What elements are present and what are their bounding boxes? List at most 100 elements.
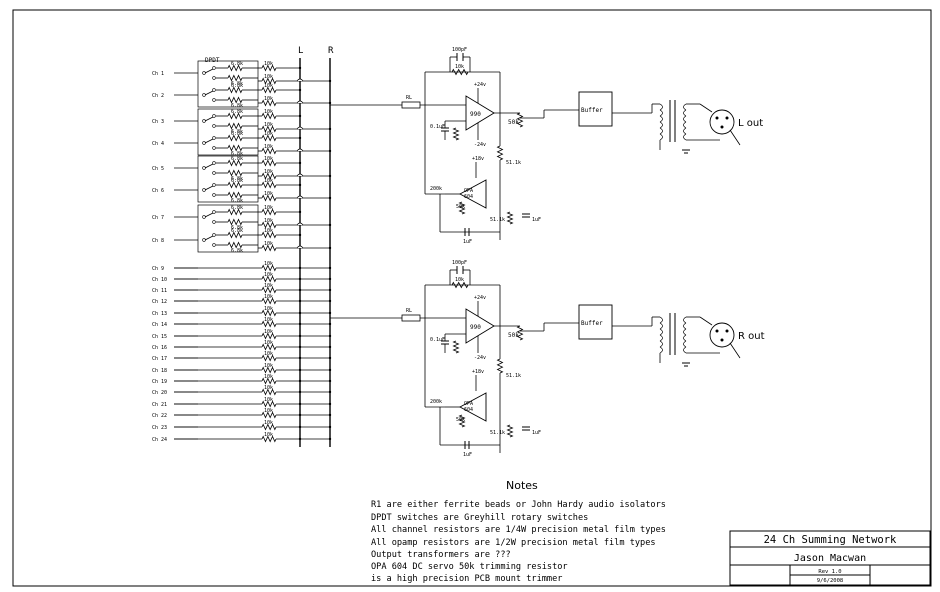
xlr-pin	[715, 116, 719, 120]
junction-dot	[328, 277, 332, 281]
pan-resistor	[227, 241, 243, 249]
switch-contact	[212, 136, 216, 140]
channel-resistor-label: 10k	[264, 261, 273, 267]
pan-resistor	[227, 64, 243, 72]
junction-dot	[328, 437, 332, 441]
trim-label: 50k	[508, 332, 519, 339]
channel-resistor	[261, 377, 277, 385]
transformer-coil	[659, 127, 663, 135]
junction-dot	[328, 149, 332, 153]
channel-resistor	[261, 208, 277, 216]
pan-resistor-label: 6.8k	[231, 129, 243, 135]
channel-resistor-label: 10k	[264, 363, 273, 369]
opamp-990	[465, 308, 495, 344]
transformer-coil	[659, 133, 663, 141]
wire-hop	[296, 222, 304, 226]
transformer-coil	[683, 322, 687, 330]
transformer-coil	[659, 103, 663, 111]
sheet-border	[12, 9, 932, 587]
junction-dot	[328, 196, 332, 200]
pan-resistor	[227, 74, 243, 82]
supply-label: +24v	[474, 82, 486, 88]
xlr-pin	[720, 125, 724, 129]
channel-label: Ch 24	[152, 437, 167, 443]
channel-label: Ch 11	[152, 288, 167, 294]
rl-label: RL	[406, 95, 412, 101]
title-block-rev: Rev 1.0	[818, 569, 841, 575]
channel-resistor	[261, 286, 277, 294]
buffer-box	[578, 91, 613, 127]
channel-resistor-label: 10k	[264, 420, 273, 426]
feedback-resistor	[451, 68, 469, 76]
switch-contact	[202, 141, 206, 145]
switch-contact	[212, 66, 216, 70]
xlr-pin	[725, 116, 729, 120]
channel-resistor-label: 10k	[264, 122, 273, 128]
servo-opamp-label: OPA	[464, 401, 473, 407]
switch-arm	[204, 116, 214, 122]
servo-trim	[458, 201, 466, 215]
dpdt-switch-box	[197, 60, 259, 108]
pan-resistor	[227, 159, 243, 167]
switch-contact	[202, 166, 206, 170]
buffer-box	[578, 304, 613, 340]
channel-resistor	[261, 366, 277, 374]
dpdt-switch-box	[197, 155, 259, 203]
servo-opamp-label: 604	[464, 194, 473, 200]
xlr-connector-icon	[709, 109, 735, 135]
junction-dot	[298, 161, 302, 165]
channel-resistor-label: 10k	[264, 61, 273, 67]
switch-contact	[202, 71, 206, 75]
switch-contact	[212, 76, 216, 80]
channel-resistor	[261, 354, 277, 362]
trim-label: 50k	[508, 119, 519, 126]
channel-resistor	[261, 320, 277, 328]
channel-resistor-label: 10k	[264, 131, 273, 137]
switch-arm	[204, 68, 214, 74]
title-block: 24 Ch Summing Network Jason Macwan Rev 1…	[729, 530, 931, 586]
title-block-title: 24 Ch Summing Network	[764, 534, 897, 546]
channel-label: Ch 17	[152, 356, 167, 362]
opamp-label: 990	[470, 111, 481, 118]
channel-resistor-label: 10k	[264, 218, 273, 224]
wire-hop	[296, 100, 304, 104]
pan-resistor-label: 6.8k	[231, 151, 243, 157]
switch-contact	[212, 243, 216, 247]
transformer-coil	[659, 109, 663, 117]
channel-resistor-label: 10k	[264, 74, 273, 80]
switch-contact	[202, 238, 206, 242]
servo-resistor	[506, 211, 514, 225]
channel-label: Ch 16	[152, 345, 167, 351]
channel-label: Ch 5	[152, 166, 164, 172]
channel-resistor-label: 10k	[264, 83, 273, 89]
servo-trim-label: 50k	[456, 417, 465, 423]
channel-resistor-label: 10k	[264, 397, 273, 403]
switch-label: DPDT	[205, 57, 220, 64]
switch-contact	[212, 220, 216, 224]
transformer-coil	[683, 133, 687, 141]
pan-resistor	[227, 181, 243, 189]
channel-resistor	[261, 172, 277, 180]
switch-arm	[204, 163, 214, 169]
note-line: All channel resistors are 1/4W precision…	[371, 525, 666, 535]
pan-resistor	[227, 191, 243, 199]
switch-contact	[202, 93, 206, 97]
channel-label: Ch 3	[152, 119, 164, 125]
channel-label: Ch 6	[152, 188, 164, 194]
switch-contact	[212, 98, 216, 102]
channel-resistor-label: 10k	[264, 317, 273, 323]
channel-resistor	[261, 411, 277, 419]
channel-resistor-label: 10k	[264, 144, 273, 150]
title-block-author: Jason Macwan	[794, 553, 866, 564]
channel-resistor	[261, 244, 277, 252]
pan-resistor	[227, 134, 243, 142]
transformer-coil	[683, 334, 687, 342]
note-line: Output transformers are ???	[371, 550, 511, 560]
channel-resistor-label: 10k	[264, 374, 273, 380]
input-cap-label: 0.1uF	[430, 124, 445, 130]
feedback-cap-label: 100pF	[452, 47, 467, 53]
servo-trim	[458, 414, 466, 428]
switch-contact	[212, 114, 216, 118]
